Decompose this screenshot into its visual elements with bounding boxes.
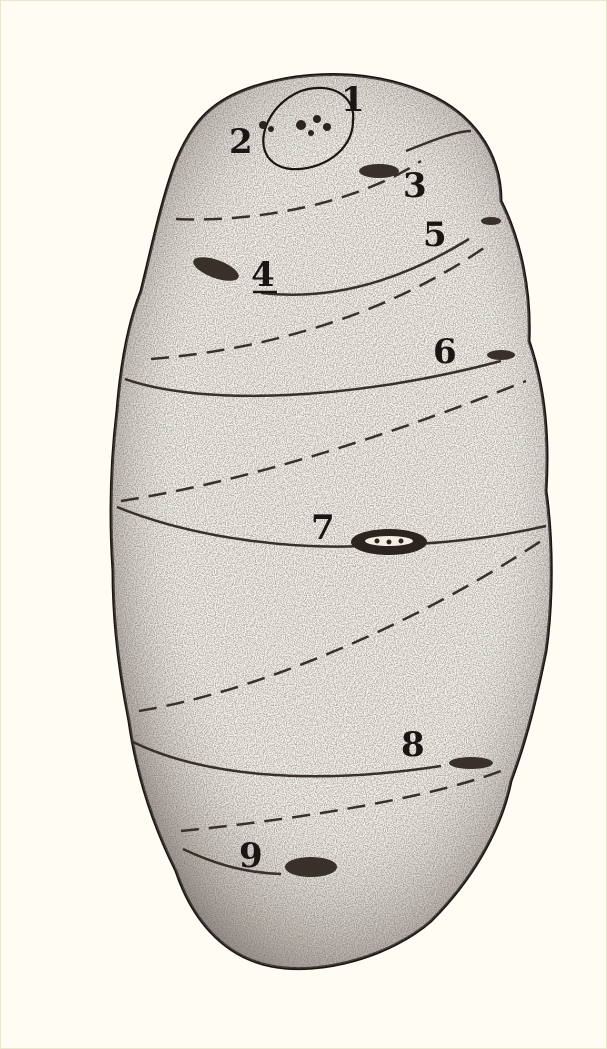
- eye-9-mark: [285, 857, 337, 877]
- eye-3-mark: [359, 164, 399, 178]
- label-eye-3: 3: [403, 166, 427, 206]
- label-eye-8: 8: [401, 725, 425, 765]
- label-eye-5: 5: [423, 215, 447, 255]
- label-eye-2: 2: [229, 122, 253, 162]
- eye-5-mark: [481, 217, 501, 225]
- label-eye-4: 4: [251, 255, 275, 295]
- eye-7-mark: [351, 529, 427, 555]
- label-eye-1: 1: [341, 80, 365, 120]
- label-eye-7: 7: [311, 508, 335, 548]
- label-eye-9: 9: [239, 836, 263, 876]
- eye-8-mark: [449, 757, 493, 769]
- label-eye-6: 6: [433, 332, 457, 372]
- eye-6-mark: [487, 350, 515, 360]
